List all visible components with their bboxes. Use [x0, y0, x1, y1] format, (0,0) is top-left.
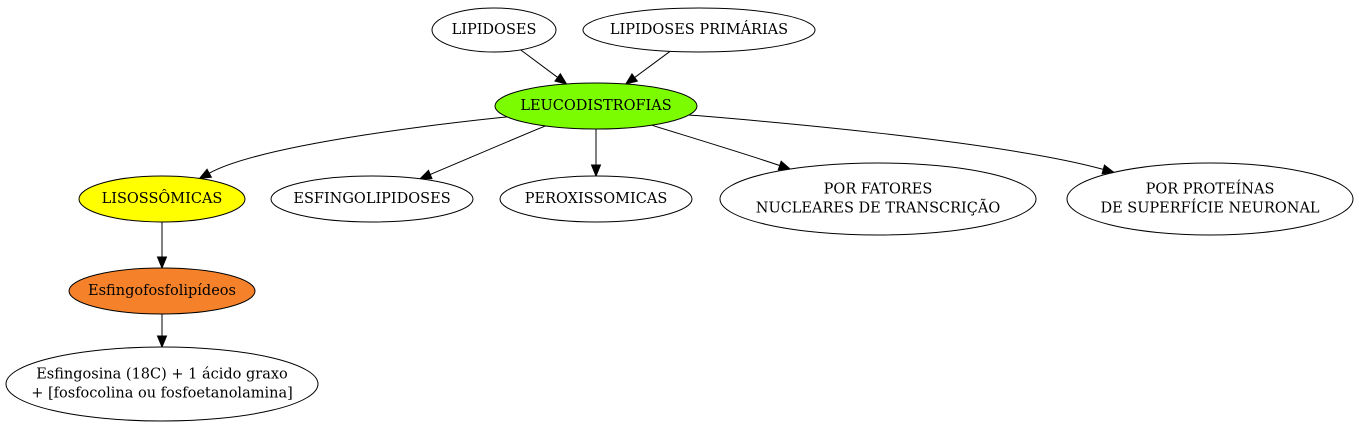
edge-lisossomicas-to-esfingofosfolipideos-arrowhead	[156, 256, 168, 270]
node-lipidoses-primarias: LIPIDOSES PRIMÁRIAS	[582, 7, 816, 53]
edge-lipidoses-primarias-to-leucodistrofias-arrowhead	[624, 72, 639, 85]
edge-leucodistrofias-to-lisossomicas-arrowhead	[198, 168, 213, 180]
edge-leucodistrofias-to-lisossomicas-line	[208, 116, 508, 174]
node-leucodistrofias-ellipse	[494, 82, 698, 130]
node-proteinas-superficie-ellipse	[1066, 162, 1354, 236]
edge-leucodistrofias-to-esfingolipidoses-arrowhead	[418, 169, 433, 180]
edge-lipidoses-primarias-to-leucodistrofias-line	[634, 50, 671, 78]
node-esfingofosfolipideos: Esfingofosfolipídeos	[68, 267, 256, 315]
edges-layer	[156, 49, 1116, 349]
node-peroxissomicas-ellipse	[499, 175, 693, 223]
node-esfingosina-label: + [fosfocolina ou fosfoetanolamina]	[31, 386, 293, 402]
node-proteinas-superficie-label: POR PROTEÍNAS	[1146, 180, 1275, 198]
edge-leucodistrofias-to-fatores-nucleares-line	[651, 124, 780, 167]
edge-lipidoses-primarias-to-leucodistrofias	[634, 50, 671, 78]
node-esfingosina-ellipse	[5, 346, 319, 422]
node-esfingosina: Esfingosina (18C) + 1 ácido graxo + [fosf…	[5, 346, 319, 422]
node-lipidoses-label: LIPIDOSES	[452, 22, 537, 38]
node-lisossomicas: LISOSSÔMICAS	[78, 175, 246, 223]
node-fatores-nucleares-ellipse	[719, 162, 1037, 236]
edge-leucodistrofias-to-fatores-nucleares-arrowhead	[777, 160, 792, 171]
edge-leucodistrofias-to-proteinas-superficie-line	[688, 114, 1104, 170]
edge-lipidoses-to-leucodistrofias	[520, 49, 558, 78]
edge-leucodistrofias-to-fatores-nucleares	[651, 124, 780, 167]
edge-esfingofosfolipideos-to-esfingosina-arrowhead	[156, 335, 168, 349]
edge-lipidoses-to-leucodistrofias-line	[520, 49, 558, 78]
node-lisossomicas-ellipse	[78, 175, 246, 223]
node-esfingolipidoses-ellipse	[270, 175, 474, 223]
edge-leucodistrofias-to-peroxissomicas-arrowhead	[590, 164, 602, 178]
node-esfingolipidoses: ESFINGOLIPIDOSES	[270, 175, 474, 223]
node-lipidoses-primarias-label: LIPIDOSES PRIMÁRIAS	[610, 20, 788, 38]
node-leucodistrofias: LEUCODISTROFIAS	[494, 82, 698, 130]
node-lipidoses: LIPIDOSES	[431, 7, 557, 53]
edge-leucodistrofias-to-esfingolipidoses	[430, 125, 546, 175]
node-lipidoses-primarias-ellipse	[582, 7, 816, 53]
edge-leucodistrofias-to-lisossomicas	[208, 116, 508, 174]
node-lipidoses-ellipse	[431, 7, 557, 53]
node-esfingolipidoses-label: ESFINGOLIPIDOSES	[293, 191, 450, 207]
nodes-layer: LIPIDOSES LIPIDOSES PRIMÁRIAS LEUCODISTROF…	[5, 7, 1354, 422]
node-fatores-nucleares-label: NUCLEARES DE TRANSCRIÇÃO	[756, 199, 1001, 217]
node-peroxissomicas-label: PEROXISSOMICAS	[525, 191, 668, 207]
node-esfingofosfolipideos-label: Esfingofosfolipídeos	[88, 283, 236, 299]
edge-leucodistrofias-to-proteinas-superficie-arrowhead	[1101, 164, 1116, 175]
node-esfingosina-label: Esfingosina (18C) + 1 ácido graxo	[36, 367, 288, 383]
node-peroxissomicas: PEROXISSOMICAS	[499, 175, 693, 223]
node-leucodistrofias-label: LEUCODISTROFIAS	[520, 98, 671, 114]
node-proteinas-superficie-label: DE SUPERFÍCIE NEURONAL	[1100, 199, 1319, 217]
edge-leucodistrofias-to-proteinas-superficie	[688, 114, 1104, 170]
node-lisossomicas-label: LISOSSÔMICAS	[102, 189, 223, 207]
edge-lipidoses-to-leucodistrofias-arrowhead	[554, 72, 568, 85]
edge-leucodistrofias-to-esfingolipidoses-line	[430, 125, 546, 175]
node-fatores-nucleares-label: POR FATORES	[824, 182, 933, 198]
node-esfingofosfolipideos-ellipse	[68, 267, 256, 315]
